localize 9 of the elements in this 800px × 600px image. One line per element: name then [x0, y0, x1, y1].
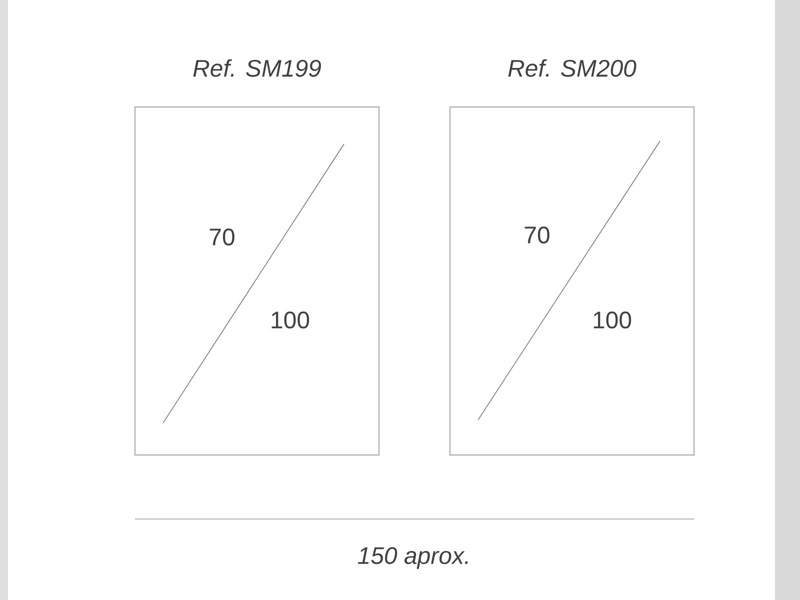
frame-title: Ref. SM200	[508, 59, 636, 77]
dimension-label: 100	[272, 312, 310, 328]
dimension-label: 70	[524, 226, 550, 244]
frame-outline	[450, 106, 694, 456]
frame-title: Ref. SM199	[193, 59, 321, 77]
dimension-label: 100	[594, 312, 632, 328]
dimension-label: 150 aprox.	[358, 547, 468, 569]
frame-outline	[134, 106, 380, 456]
dimension-label: 70	[210, 228, 234, 246]
